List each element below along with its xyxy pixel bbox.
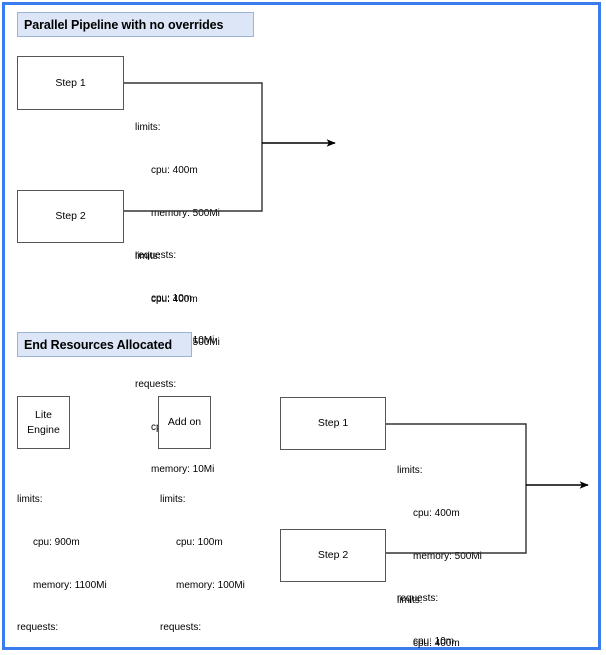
resources-add-on: limits: cpu: 100m memory: 100Mi requests… (160, 465, 245, 655)
node-bottom-step-2[interactable]: Step 2 (280, 529, 386, 582)
limits-cpu-value: cpu: 400m (413, 638, 460, 650)
limits-memory-value: memory: 1100Mi (33, 579, 107, 591)
node-add-on-label: Add on (167, 416, 202, 428)
limits-label: limits: (135, 251, 161, 263)
node-top-step-1[interactable]: Step 1 (17, 56, 124, 110)
node-top-step-2[interactable]: Step 2 (17, 190, 124, 243)
limits-label: limits: (17, 494, 43, 506)
limits-label: limits: (135, 122, 161, 134)
requests-label: requests: (160, 622, 202, 634)
requests-label: requests: (17, 622, 59, 634)
requests-memory-value: memory: 10Mi (151, 464, 215, 476)
requests-label: requests: (135, 250, 177, 262)
section-title-end-resources-allocated: End Resources Allocated (17, 332, 192, 357)
requests-cpu-value: cpu: 10m (413, 635, 455, 647)
requests-label: requests: (397, 593, 439, 605)
limits-cpu-value: cpu: 900m (33, 537, 80, 549)
node-bottom-step-1[interactable]: Step 1 (280, 397, 386, 450)
limits-label: limits: (397, 595, 423, 607)
resources-top-step-2: limits: cpu: 400m memory: 500Mi requests… (135, 222, 220, 506)
section-title-parallel-pipeline: Parallel Pipeline with no overrides (17, 12, 254, 37)
limits-cpu-value: cpu: 100m (176, 537, 223, 549)
limits-cpu-value: cpu: 400m (151, 165, 198, 177)
limits-label: limits: (397, 465, 423, 477)
resources-lite-engine: limits: cpu: 900m memory: 1100Mi request… (17, 465, 107, 655)
requests-cpu-value: cpu: 10m (151, 292, 193, 304)
node-add-on[interactable]: Add on (158, 396, 211, 449)
limits-memory-value: memory: 500Mi (413, 550, 482, 562)
limits-memory-value: memory: 500Mi (151, 207, 220, 219)
node-lite-engine[interactable]: Lite Engine (17, 396, 70, 449)
resources-bottom-step-2: limits: cpu: 400m memory: 500Mi requests… (397, 566, 482, 655)
limits-cpu-value: cpu: 400m (151, 294, 198, 306)
limits-memory-value: memory: 100Mi (176, 579, 245, 591)
limits-cpu-value: cpu: 400m (413, 508, 460, 520)
node-lite-engine-label: Lite Engine (27, 408, 60, 436)
canvas-outer-border (2, 2, 601, 650)
limits-label: limits: (160, 494, 186, 506)
requests-label: requests: (135, 379, 177, 391)
